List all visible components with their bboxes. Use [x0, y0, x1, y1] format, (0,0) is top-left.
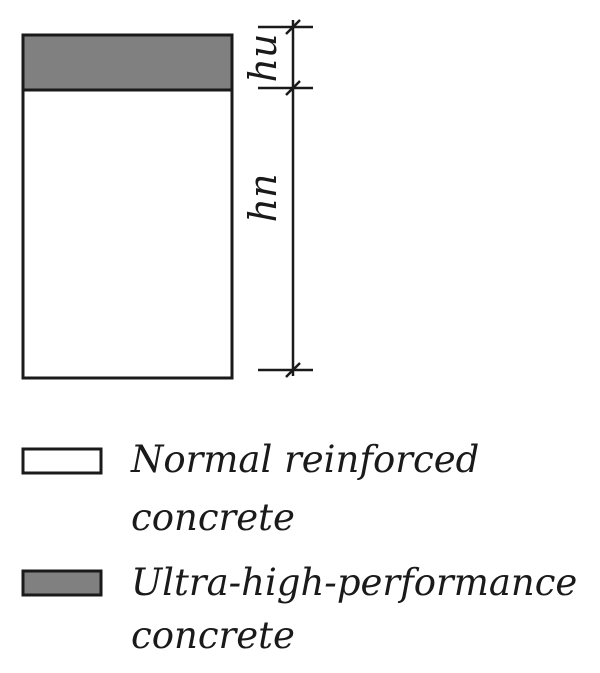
legend-item-normal-concrete: Normal reinforced concrete: [21, 438, 479, 539]
uhpc-layer: [21, 33, 234, 92]
tick-mid: [285, 80, 301, 96]
legend-swatch-normal-concrete: [21, 447, 103, 475]
legend-label-normal-line2: concrete: [131, 496, 295, 539]
tick-bottom: [285, 362, 301, 378]
legend-swatch-uhpc: [21, 569, 103, 597]
tick-top: [285, 19, 301, 35]
dimension-label-hn: hn: [241, 174, 285, 223]
legend-label-normal-line1: Normal reinforced: [130, 438, 479, 481]
dimension-label-hu: hu: [241, 34, 285, 83]
cross-section: [21, 33, 234, 380]
legend-item-uhpc: Ultra-high-performance concrete: [21, 561, 577, 657]
normal-concrete-layer: [21, 88, 234, 380]
dimension-lines: [258, 19, 313, 378]
legend-label-uhpc-line2: concrete: [131, 614, 295, 657]
legend-label-uhpc-line1: Ultra-high-performance: [131, 561, 577, 604]
legend: Normal reinforced concrete Ultra-high-pe…: [21, 438, 577, 657]
